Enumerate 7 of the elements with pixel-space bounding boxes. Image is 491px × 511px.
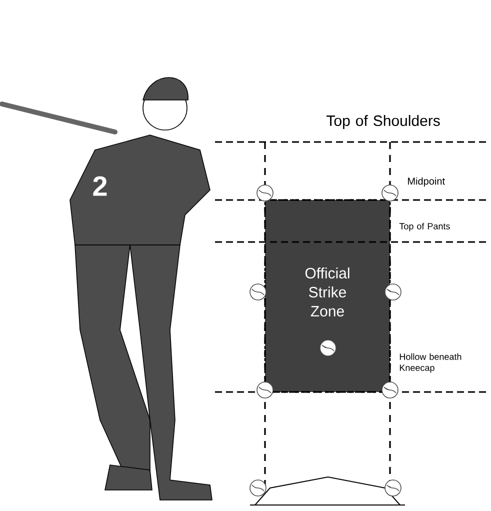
strike-zone-box: [264, 199, 391, 393]
jersey-number: 2: [93, 176, 107, 196]
level-label: Midpoint: [408, 177, 445, 187]
level-label: Top of Shoulders: [326, 115, 440, 129]
level-label: Top of Pants: [399, 222, 450, 232]
level-label: Hollow beneath Kneecap: [400, 353, 462, 373]
zone-label: Official Strike Zone: [305, 268, 350, 316]
